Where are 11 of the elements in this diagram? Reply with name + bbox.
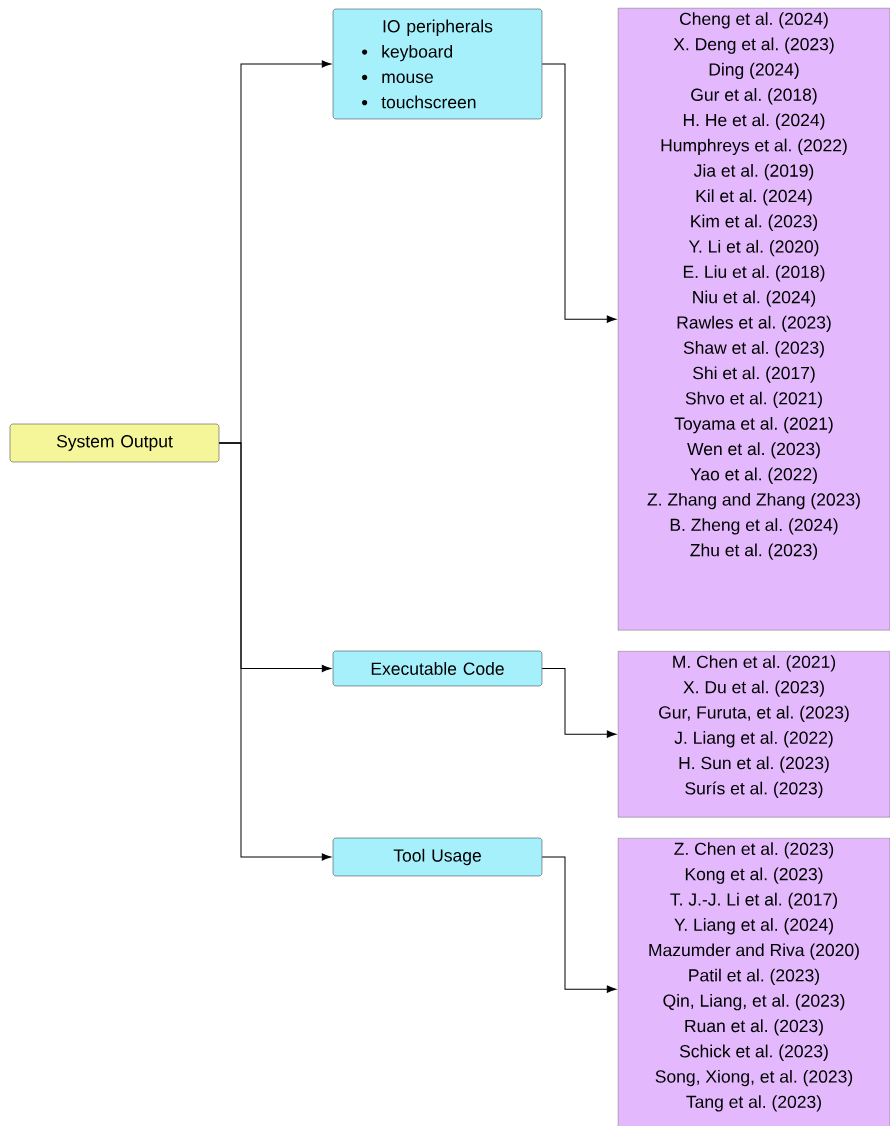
arrow <box>541 63 617 323</box>
root-box: System Output <box>9 423 220 463</box>
arrow <box>541 856 617 993</box>
category-box: IO peripherals keyboard mouse touchscreen <box>332 8 543 120</box>
reference-list-box: M. Chen et al. (2021) X. Du et al. (2023) Gur, Furuta, et al. (2023) J. Liang et al. (2022) H. Sun et al. (2023) Surís et al. (2023) <box>617 651 890 818</box>
arrow <box>541 668 617 738</box>
reference-list-box: Cheng et al. (2024) X. Deng et al. (2023) Ding (2024) Gur et al. (2018) H. He et al. (2024) Humphreys et al. (2022) Jia et al. (2019) Kil et al. (2024) Kim et al. (2023) Y. Li et al. (2020) E. Liu et al. (2018) Niu et al. (2024) Rawles et al. (2023) Shaw et al. (2023) Shi et al. (2017) Shvo et al. (2021) Toyama et al. (2021) Wen et al. (2023) Yao et al. (2022) Z. Zhang and Zhang (2023) B. Zheng et al. (2024) Zhu et al. (2023) <box>617 8 890 631</box>
arrow <box>218 442 332 861</box>
reference-list-box: Z. Chen et al. (2023) Kong et al. (2023) T. J.-J. Li et al. (2017) Y. Liang et al. (2024) Mazumder and Riva (2020) Patil et al. (2023) Qin, Liang, et al. (2023) Ruan et al. (2023) Schick et al. (2023) Song, Xiong, et al. (2023) Tang et al. (2023) <box>617 838 890 1126</box>
category-box: Tool Usage <box>332 837 543 877</box>
category-box: Executable Code <box>332 650 543 687</box>
